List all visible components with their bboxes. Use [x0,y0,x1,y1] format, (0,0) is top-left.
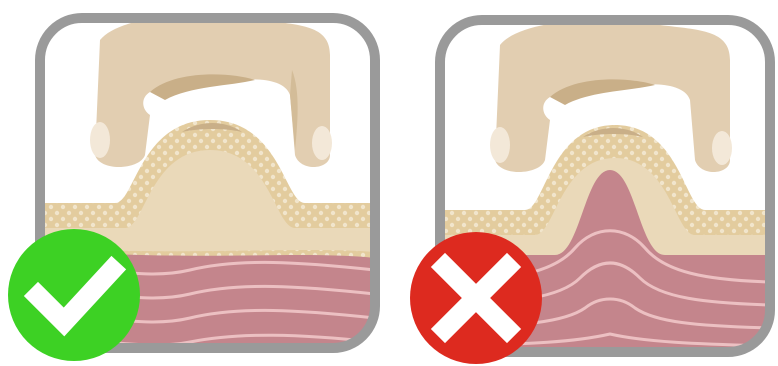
thumbnail [90,122,110,158]
checkmark-icon [8,229,140,361]
fingernail [312,126,332,160]
correct-technique-panel [0,0,395,366]
incorrect-technique-panel [395,0,778,366]
incorrect-technique-illustration [395,0,778,366]
cross-icon [410,232,542,364]
thumbnail [490,127,510,163]
fingernail [712,131,732,165]
correct-technique-illustration [0,0,395,366]
